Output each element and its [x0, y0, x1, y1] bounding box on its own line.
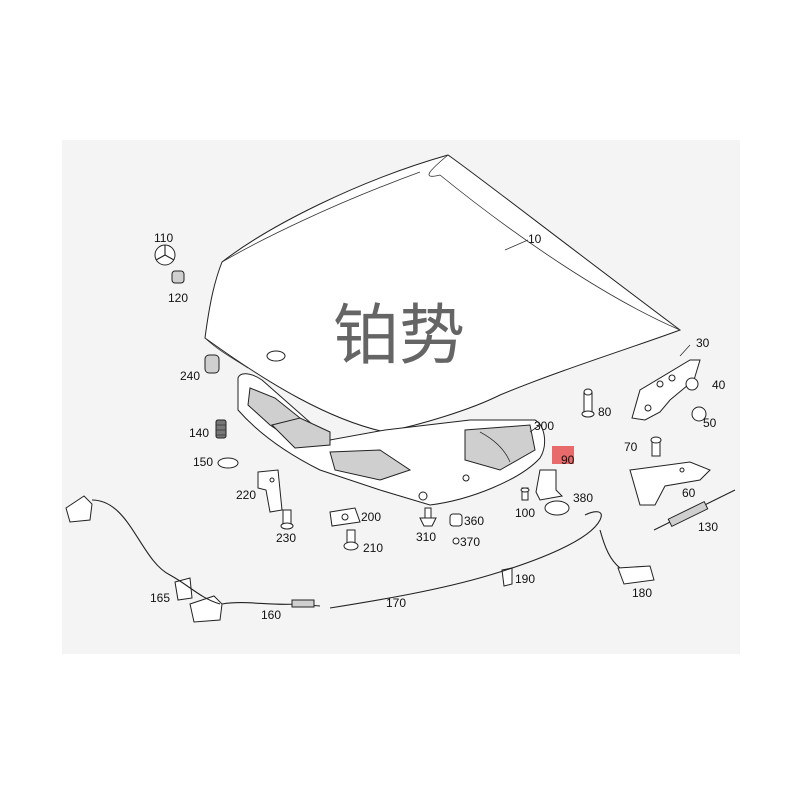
fastener-310 [419, 507, 437, 527]
nut-370 [452, 537, 460, 545]
bolt-230 [280, 509, 294, 530]
latch-plate-200 [329, 507, 361, 527]
callout-150: 150 [193, 455, 213, 469]
callout-210: 210 [363, 541, 383, 555]
emblem-star-icon [154, 244, 176, 266]
hood-inner-frame [237, 373, 546, 506]
callout-240: 240 [180, 369, 200, 383]
callout-120: 120 [168, 291, 188, 305]
callout-labels: 10 30 40 50 60 70 80 90 100 110 120 130 … [150, 231, 726, 622]
gas-strut-130 [653, 489, 736, 531]
latch-180 [617, 565, 655, 585]
callout-380: 380 [573, 491, 593, 505]
release-cable-170 [91, 499, 621, 609]
hinge-bracket-220 [257, 469, 283, 513]
callout-180: 180 [632, 586, 652, 600]
callout-160: 160 [261, 608, 281, 622]
callout-100: 100 [515, 506, 535, 520]
callout-10: 10 [528, 232, 542, 246]
latch-165 [174, 577, 193, 601]
callout-130: 130 [698, 520, 718, 534]
seal-ring-380 [544, 500, 570, 516]
callout-50: 50 [703, 416, 717, 430]
callout-300: 300 [534, 419, 554, 433]
callout-30: 30 [696, 336, 710, 350]
screw-100 [520, 487, 530, 501]
rubber-bumper-part [204, 354, 220, 374]
callout-230: 230 [276, 531, 296, 545]
hinge-bracket-60 [629, 461, 711, 506]
washer-150-part [217, 457, 239, 469]
callout-70: 70 [624, 440, 638, 454]
watermark-text: 铂势 [333, 297, 465, 374]
callout-220: 220 [236, 488, 256, 502]
clip-140-part [215, 419, 227, 439]
callout-40: 40 [712, 378, 726, 392]
hood-panel [204, 154, 682, 433]
callout-165: 165 [150, 591, 170, 605]
callout-360: 360 [464, 514, 484, 528]
latch-left-upper [65, 495, 93, 523]
grommet-part [171, 270, 185, 284]
callout-90: 90 [561, 453, 575, 467]
nut-50 [691, 406, 707, 422]
callout-170: 170 [386, 596, 406, 610]
highlight-marker-90 [552, 446, 574, 464]
callout-80: 80 [598, 405, 612, 419]
callout-60: 60 [682, 486, 696, 500]
callout-140: 140 [189, 426, 209, 440]
callout-310: 310 [416, 530, 436, 544]
screw-210 [343, 529, 359, 551]
bracket-90 [535, 469, 564, 501]
callout-370: 370 [460, 535, 480, 549]
stop-pin-80 [581, 388, 595, 418]
buffer-360 [449, 513, 463, 527]
leader-lines [504, 239, 691, 433]
latch-160-lower [189, 595, 223, 623]
callout-190: 190 [515, 572, 535, 586]
nut-40 [685, 377, 699, 391]
pin-70 [650, 436, 662, 457]
callout-200: 200 [361, 510, 381, 524]
callout-110: 110 [154, 231, 173, 245]
